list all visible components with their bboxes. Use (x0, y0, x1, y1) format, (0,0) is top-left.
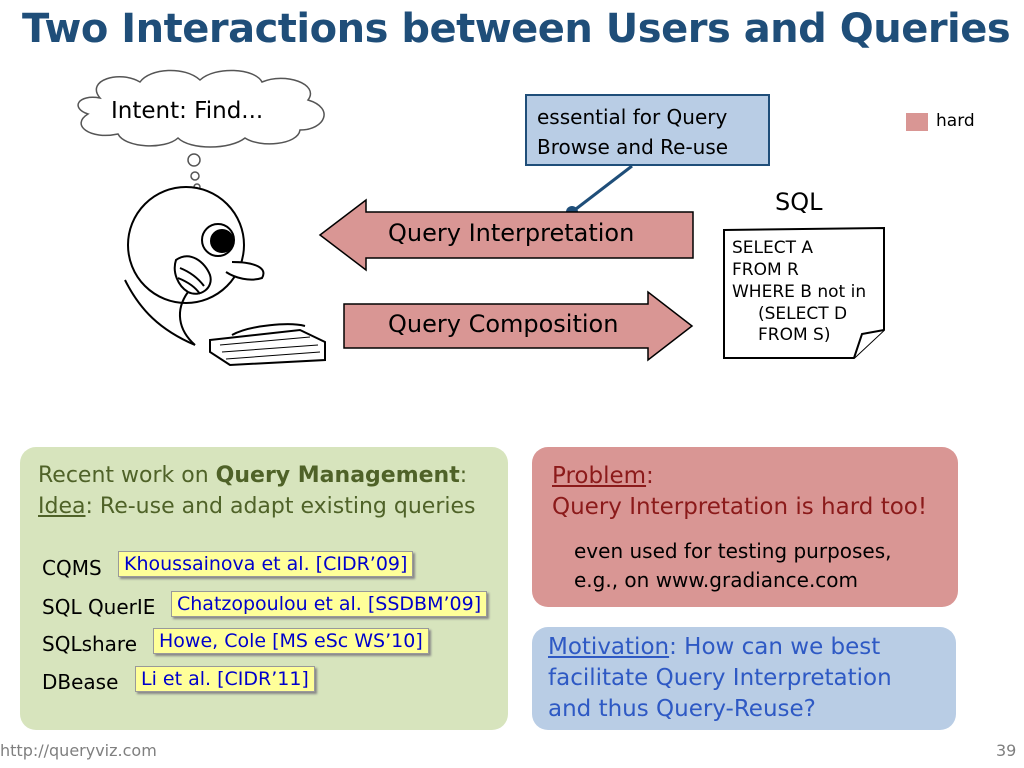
sql-document-fold (853, 329, 885, 359)
motivation-label: Motivation (548, 634, 670, 660)
reference-tag: Howe, Cole [MS eSc WS’10] (153, 628, 429, 654)
idea-line: Idea: Re-use and adapt existing queries (38, 494, 475, 519)
reference-tag: Li et al. [CIDR’11] (135, 666, 315, 692)
problem-statement: Query Interpretation is hard too! (552, 494, 928, 520)
idea-label: Idea (38, 494, 86, 519)
motivation-line: and thus Query-Reuse? (548, 696, 816, 722)
sql-line: FROM S) (758, 325, 831, 345)
thought-cloud (77, 69, 325, 191)
page-number: 39 (996, 741, 1017, 760)
motivation-line: Motivation: How can we best (548, 634, 880, 660)
reference-tag: Chatzopoulou et al. [SSDBM’09] (171, 591, 488, 617)
interpretation-arrow (318, 198, 694, 272)
slide-title: Two Interactions between Users and Queri… (22, 6, 1011, 52)
heading-bold: Query Management (215, 463, 460, 488)
heading-suffix: : (459, 463, 468, 488)
sql-line: SELECT A (732, 238, 814, 258)
system-name: CQMS (42, 556, 102, 580)
related-work-heading: Recent work on Query Management: (38, 463, 467, 488)
heading-prefix: Recent work on (38, 463, 216, 488)
person-figure-icon (124, 186, 326, 367)
motivation-line: facilitate Query Interpretation (548, 665, 892, 691)
system-name: SQL QuerIE (42, 595, 156, 619)
system-name: DBease (42, 670, 119, 694)
interpretation-arrow-label: Query Interpretation (388, 219, 635, 247)
motivation-panel (532, 627, 956, 730)
composition-arrow (343, 290, 694, 362)
sql-line: (SELECT D (758, 304, 848, 324)
legend-swatch (906, 113, 928, 131)
problem-detail: e.g., on www.gradiance.com (574, 568, 859, 592)
system-name: SQLshare (42, 632, 138, 656)
callout-box: essential for Query Browse and Re-use (525, 94, 770, 166)
sql-line: FROM R (732, 260, 799, 280)
callout-connector (566, 164, 633, 218)
composition-arrow-label: Query Composition (388, 310, 619, 338)
sql-label: SQL (775, 188, 823, 216)
motivation-text: : How can we best (669, 634, 881, 660)
legend-label: hard (936, 111, 975, 131)
idea-text: : Re-use and adapt existing queries (85, 494, 476, 519)
reference-tag: Khoussainova et al. [CIDR’09] (118, 551, 414, 577)
problem-label: Problem (552, 463, 647, 489)
problem-heading: Problem: (552, 463, 654, 489)
footer-url: http://queryviz.com (0, 741, 157, 760)
thought-bubble-text: Intent: Find... (111, 98, 264, 124)
problem-detail: even used for testing purposes, (574, 539, 892, 563)
problem-colon: : (646, 463, 654, 489)
problem-panel (532, 447, 958, 607)
diagram-canvas (77, 69, 885, 367)
sql-line: WHERE B not in (732, 282, 867, 302)
